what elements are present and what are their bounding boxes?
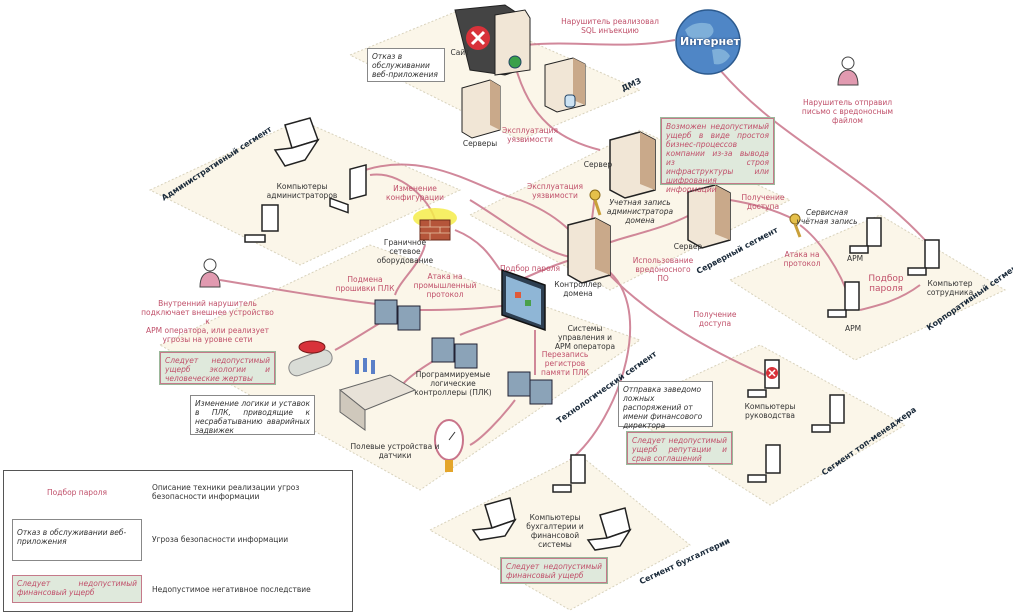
monitor-icon-topmgr-1 [811,394,845,433]
threat-plc-logic: Изменение логики и уставок в ПЛК, привод… [190,395,315,435]
technique-access-1: Получение доступа [741,193,785,211]
node-label-plc: Программируемые логические контроллеры (… [414,370,492,397]
attacker-icon-insider [199,258,221,288]
key-icon-service [789,213,802,238]
server-icon-dmz-1 [461,79,501,139]
technique-access-2: Получение доступа [693,310,737,328]
technique-password-guess-tech: Подбор пароля [500,264,560,273]
key-icon-domain-admin [589,189,602,216]
gauge-icon [434,419,464,472]
legend-consequence-sample: Следует недопустимый финансовый ущерб [12,575,142,603]
technique-malicious-email: Нарушитель отправил письмо с вредоносным… [801,98,894,125]
node-label-accounting-pcs: Компьютеры бухгалтерии и финансовой сист… [526,513,584,549]
technique-plc-register: Перезапись регистров памяти ПЛК [541,350,589,377]
consequence-financial: Следует недопустимый финансовый ущерб [500,557,608,584]
legend-technique-sample: Подбор пароля [47,488,107,497]
path-border-tech [454,229,501,271]
node-label-domain-admin-account: Учетная запись администратора домена [606,198,674,225]
consequence-ecology: Следует недопустимый ущерб экологии и че… [159,351,276,385]
plc-rack-icon-1 [374,299,421,331]
segment-plane-accounting [428,454,691,611]
internet-label: Интернет [680,35,740,48]
server-icon-right [687,184,731,249]
path-internet-site [524,39,676,46]
server-icon-top [609,131,656,199]
path-plc-gauge [469,399,516,446]
path-site-server [514,64,601,151]
firewall-icon [413,208,457,241]
technique-malware-use: Использование вредоносного ПО [632,256,694,283]
monitor-icon-employee [907,239,940,276]
node-label-site: Сайт [450,48,470,57]
node-label-arm-bottom: АРМ [844,324,862,333]
technique-exploit-1: Эксплуатация уязвимости [501,126,559,144]
consequence-reputation: Следует недопустимый ущерб репутации и с… [626,431,733,465]
legend: Подбор пароля Описание техники реализаци… [3,470,353,612]
technique-password-guess-corp: Подбор пароля [868,274,904,294]
monitor-icon-admin-2 [244,204,279,243]
node-label-server-top: Сервер [583,160,613,169]
legend-threat-sample: Отказ в обслуживании веб-приложения [12,519,142,561]
technique-exploit-2: Эксплуатация уязвимости [526,182,584,200]
path-border-plc [394,244,426,296]
scada-panel-icon [501,268,546,332]
laptop-icon-accounting-2 [586,507,632,551]
technique-firmware-swap: Подмена прошивки ПЛК [335,275,395,293]
threat-web-dos: Отказ в обслуживании веб-приложения [367,48,445,82]
monitor-icon-admin-1 [329,163,367,214]
site-server-icon [454,4,531,76]
node-label-arm-top: АРМ [846,254,864,263]
node-label-servers: Серверы [462,139,498,148]
monitor-icon-arm-bottom [827,281,860,318]
path-serverR-dc [607,214,691,244]
path-scada-plc1 [419,304,511,311]
domain-controller-icon [567,217,611,284]
node-label-domain-controller: Контроллер домена [554,280,602,298]
server-icon-dmz-2 [544,57,586,113]
internet-globe-icon [675,9,741,75]
monitor-icon-arm-top [849,217,882,254]
monitor-icon-accounting [552,454,586,493]
node-label-admin-pcs: Компьютеры администраторов [266,182,338,200]
monitor-icon-topmgr-2 [747,444,781,483]
technique-sql-injection: Нарушитель реализовал SQL инъекцию [561,17,659,35]
laptop-icon-accounting-1 [471,497,517,541]
monitor-icon-mgmt [747,359,780,398]
valve-icon [288,340,333,377]
laptop-icon-admin [273,117,320,167]
factory-icon [338,358,417,431]
plc-rack-icon-2 [431,337,478,369]
node-label-server-right: Сервер [673,242,703,251]
technique-config-change: Изменение конфигурации [386,184,444,202]
path-insider-plc [219,279,386,306]
technique-protocol-attack: Атака на протокол [783,250,821,268]
attacker-icon-email [837,56,859,86]
technique-industrial-protocol: Атака на промышленный протокол [413,272,477,299]
legend-consequence-desc: Недопустимое негативное последствие [152,585,311,594]
node-label-mgmt-pcs: Компьютеры руководства [744,402,796,420]
node-label-field-devices: Полевые устройства и датчики [350,442,440,460]
node-label-border-equipment: Граничное сетевое оборудование [376,238,434,265]
plc-rack-icon-3 [507,371,553,405]
node-label-scada: Системы управления и АРМ оператора [554,324,616,351]
threat-false-orders: Отправка заведомо ложных распоряжений от… [618,381,713,430]
path-employee-arm [859,284,921,311]
node-label-service-account: Сервисная учётная запись [796,208,858,226]
technique-insider: Внутренний нарушитель подключает внешнее… [141,299,274,344]
consequence-business-process: Возможен недопустимый ущерб в виде прост… [660,117,775,194]
path-internet-corporate [719,69,926,241]
path-dc-accounting [569,264,632,461]
node-label-employee-pc: Компьютер сотрудника [926,279,974,297]
legend-threat-desc: Угроза безопасности информации [152,535,289,544]
legend-technique-desc: Описание техники реализации угроз безопа… [152,483,300,501]
